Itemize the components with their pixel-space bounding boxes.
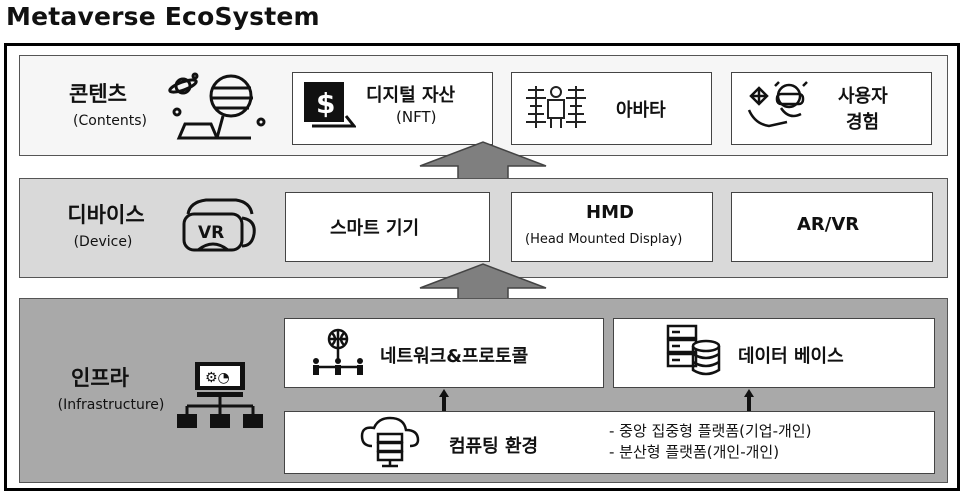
avatar-box: [511, 72, 712, 145]
network-label: 네트워크&프로토콜: [380, 346, 529, 367]
hmd-box: [511, 192, 713, 262]
svg-text:⚙◔: ⚙◔: [205, 370, 230, 386]
computing-bullets: - 중앙 집중형 플랫폼(기업-개인) - 분산형 플랫폼(개인-개인): [609, 421, 811, 463]
up-arrow-to-database: [744, 389, 754, 411]
monitor-network-icon: ⚙◔: [177, 362, 263, 428]
planet-person-icon: [168, 72, 266, 140]
ux-label-line1: 사용자: [838, 86, 888, 107]
infra-layer-sub: (Infrastructure): [57, 397, 165, 413]
hmd-sub: (Head Mounted Display): [525, 232, 683, 247]
database-box: [613, 318, 935, 388]
avatar-figure-icon: [526, 86, 586, 128]
svg-text:$: $: [316, 87, 335, 120]
server-stack-icon: [666, 324, 721, 376]
cloud-server-icon: [360, 416, 420, 468]
infra-layer-name: 인프라: [71, 366, 129, 390]
dollar-card-icon: $: [304, 82, 356, 128]
device-layer-sub: (Device): [73, 234, 133, 250]
diagram-title: Metaverse EcoSystem: [6, 2, 320, 31]
vr-hand-icon: [747, 81, 808, 128]
computing-bullet-2: - 분산형 플랫폼(개인-개인): [609, 443, 780, 461]
database-label: 데이터 베이스: [738, 346, 844, 367]
avatar-label: 아바타: [616, 100, 666, 121]
network-icon: [313, 328, 363, 375]
contents-layer-name: 콘텐츠: [69, 82, 127, 106]
arvr-box: [731, 192, 933, 262]
ux-box: [731, 72, 932, 145]
svg-text:VR: VR: [198, 223, 224, 243]
nft-sub: (NFT): [396, 108, 437, 126]
up-arrow-to-contents: [419, 141, 547, 189]
ux-label-line2: 경험: [846, 112, 880, 133]
arvr-label: AR/VR: [797, 214, 860, 235]
computing-label: 컴퓨팅 환경: [449, 436, 539, 457]
hmd-label: HMD: [586, 202, 634, 223]
computing-bullet-1: - 중앙 집중형 플랫폼(기업-개인): [609, 422, 812, 440]
vr-headset-icon: VR: [182, 198, 256, 252]
smart-device-label: 스마트 기기: [330, 218, 420, 239]
device-layer-name: 디바이스: [67, 203, 145, 227]
contents-layer-sub: (Contents): [73, 113, 147, 129]
up-arrow-to-network: [439, 389, 449, 411]
nft-label: 디지털 자산: [366, 85, 456, 106]
smart-device-box: [285, 192, 490, 262]
